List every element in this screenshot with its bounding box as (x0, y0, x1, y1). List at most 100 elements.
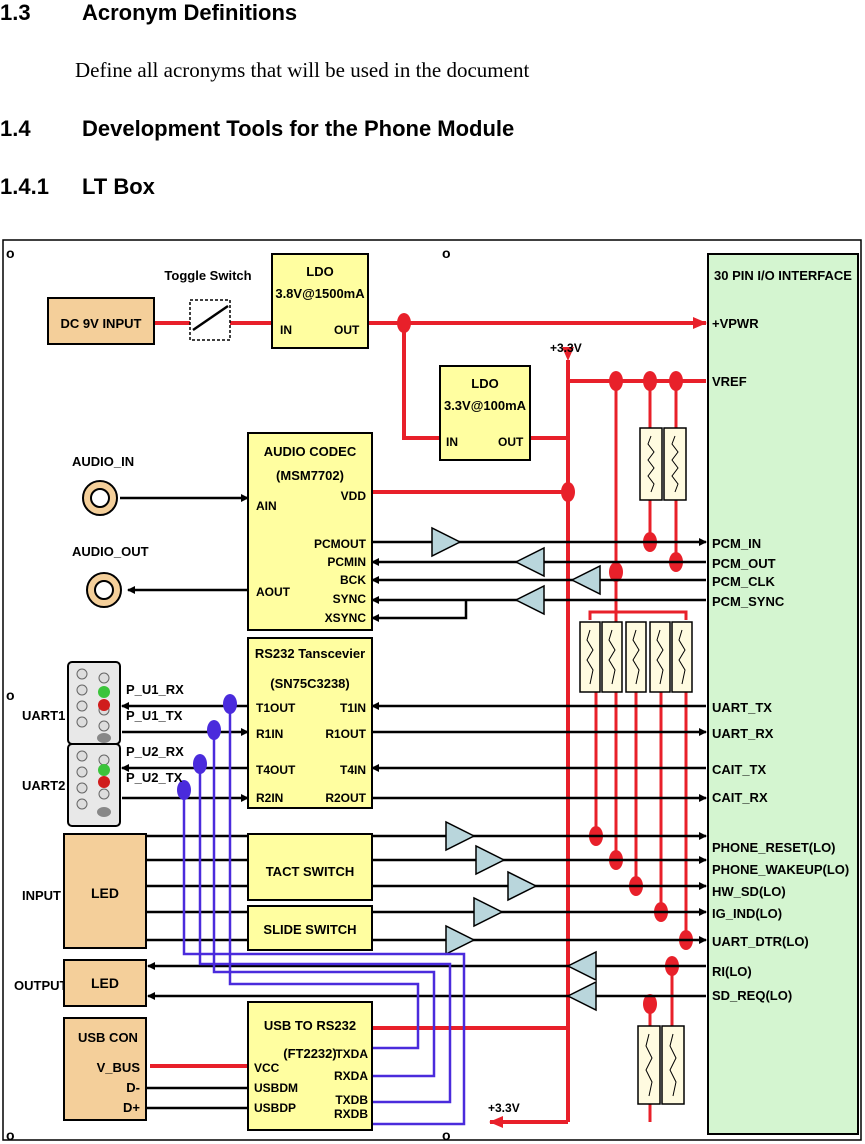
uart1-connector: UART1 (22, 661, 121, 745)
dc-input-label: DC 9V INPUT (61, 316, 142, 331)
dc-input-block: DC 9V INPUT (47, 297, 155, 345)
svg-text:UART1: UART1 (22, 708, 65, 723)
corner-mark: o (442, 245, 451, 261)
svg-text:TXDB: TXDB (335, 1093, 368, 1107)
io-pin: +VPWR (712, 316, 759, 331)
toggle-switch: Toggle Switch (164, 268, 252, 341)
svg-text:SLIDE SWITCH: SLIDE SWITCH (263, 922, 356, 937)
svg-text:BCK: BCK (340, 573, 366, 587)
io-pin: PCM_OUT (712, 556, 776, 571)
svg-text:VCC: VCC (254, 1061, 280, 1075)
lt-box-block-diagram: o o o o o (2, 239, 862, 1143)
corner-mark: o (6, 245, 15, 261)
svg-text:R1OUT: R1OUT (325, 727, 366, 741)
svg-text:UART2: UART2 (22, 778, 65, 793)
svg-text:AUDIO_OUT: AUDIO_OUT (72, 544, 149, 559)
svg-text:PCMIN: PCMIN (327, 555, 366, 569)
io-pin: VREF (712, 374, 747, 389)
diagram-border (2, 239, 862, 1141)
corner-mark: o (6, 687, 15, 703)
io-pin: CAIT_RX (712, 790, 768, 805)
io-pin: CAIT_TX (712, 762, 767, 777)
section-heading-1-4-1: 1.4.1 LT Box (0, 174, 400, 200)
svg-text:USB CON: USB CON (78, 1030, 138, 1045)
svg-text:30 PIN I/O INTERFACE: 30 PIN I/O INTERFACE (714, 268, 852, 283)
io-pin: HW_SD(LO) (712, 884, 786, 899)
slide-switch-block: SLIDE SWITCH (247, 905, 373, 951)
svg-text:VDD: VDD (341, 489, 367, 503)
section-title: Acronym Definitions (82, 0, 298, 25)
svg-text:R1IN: R1IN (256, 727, 283, 741)
svg-text:PCMOUT: PCMOUT (314, 537, 367, 551)
usb-uart-lines (182, 704, 466, 1126)
io-pin: PHONE_WAKEUP(LO) (712, 862, 849, 877)
output-label: OUTPUT (14, 978, 68, 993)
io-pin: RI(LO) (712, 964, 752, 979)
io-pin: UART_DTR(LO) (712, 934, 809, 949)
svg-text:R2OUT: R2OUT (325, 791, 366, 805)
section-number: 1.4 (0, 116, 31, 141)
rail-label-top: +3.3V (550, 341, 582, 355)
signal-lines (120, 494, 707, 1000)
svg-text:OUT: OUT (334, 323, 360, 337)
rail-label-bottom: +3.3V (488, 1101, 520, 1115)
ft2232-block: USB TO RS232 (FT2232) VCC USBDM USBDP TX… (247, 1001, 373, 1131)
section-title: Development Tools for the Phone Module (82, 116, 515, 141)
io-interface-block: 30 PIN I/O INTERFACE +VPWR VREF PCM_IN P… (707, 253, 859, 1135)
svg-text:RS232 Tanscevier: RS232 Tanscevier (255, 646, 365, 661)
tact-switch-block: TACT SWITCH (247, 833, 373, 901)
uart2-connector: UART2 (22, 743, 121, 827)
svg-text:AUDIO CODEC: AUDIO CODEC (264, 444, 357, 459)
usb-connector-block: USB CON V_BUS D- D+ (63, 1017, 147, 1121)
io-pin: PCM_IN (712, 536, 761, 551)
body-paragraph: Define all acronyms that will be used in… (75, 58, 530, 82)
svg-text:USB TO RS232: USB TO RS232 (264, 1018, 356, 1033)
svg-text:AUDIO_IN: AUDIO_IN (72, 454, 134, 469)
svg-text:TACT SWITCH: TACT SWITCH (266, 864, 355, 879)
svg-text:USBDM: USBDM (254, 1081, 298, 1095)
corner-mark: o (442, 1127, 451, 1143)
io-pin: PCM_CLK (712, 574, 775, 589)
section-number: 1.3 (0, 0, 31, 25)
svg-text:TXDA: TXDA (335, 1047, 368, 1061)
ldo-3v8-block: LDO 3.8V@1500mA IN OUT (271, 253, 369, 349)
input-led-block: LED (63, 833, 147, 949)
io-pin: IG_IND(LO) (712, 906, 782, 921)
toggle-switch-label: Toggle Switch (164, 268, 251, 283)
svg-text:T4OUT: T4OUT (256, 763, 296, 777)
section-number: 1.4.1 (0, 174, 49, 199)
svg-text:T4IN: T4IN (340, 763, 366, 777)
svg-text:3.3V@100mA: 3.3V@100mA (444, 398, 527, 413)
corner-mark: o (6, 1127, 15, 1143)
section-heading-1-3: 1.3 Acronym Definitions (0, 0, 400, 26)
svg-text:(SN75C3238): (SN75C3238) (270, 676, 350, 691)
output-led-block: LED (63, 959, 147, 1007)
p-u2-rx: P_U2_RX (126, 744, 184, 759)
p-u1-rx: P_U1_RX (126, 682, 184, 697)
power-lines (150, 317, 707, 1128)
io-pin: SD_REQ(LO) (712, 988, 792, 1003)
input-label: INPUT (22, 888, 61, 903)
svg-text:XSYNC: XSYNC (325, 611, 367, 625)
svg-text:RXDB: RXDB (334, 1107, 368, 1121)
buffer-triangles (431, 526, 601, 1012)
svg-text:V_BUS: V_BUS (97, 1060, 141, 1075)
p-u1-tx: P_U1_TX (126, 708, 183, 723)
svg-text:LED: LED (91, 975, 119, 991)
svg-text:LED: LED (91, 885, 119, 901)
svg-text:LDO: LDO (471, 376, 498, 391)
ldo-3v3-block: LDO 3.3V@100mA IN OUT (439, 365, 531, 461)
svg-text:OUT: OUT (498, 435, 524, 449)
svg-text:SYNC: SYNC (333, 592, 367, 606)
svg-text:IN: IN (280, 323, 292, 337)
io-pin: PHONE_RESET(LO) (712, 840, 836, 855)
io-pin: PCM_SYNC (712, 594, 785, 609)
svg-text:T1OUT: T1OUT (256, 701, 296, 715)
svg-text:RXDA: RXDA (334, 1069, 368, 1083)
svg-text:R2IN: R2IN (256, 791, 283, 805)
svg-text:T1IN: T1IN (340, 701, 366, 715)
svg-text:D+: D+ (123, 1100, 140, 1115)
svg-text:LDO: LDO (306, 264, 333, 279)
p-u2-tx: P_U2_TX (126, 770, 183, 785)
svg-text:(MSM7702): (MSM7702) (276, 468, 344, 483)
